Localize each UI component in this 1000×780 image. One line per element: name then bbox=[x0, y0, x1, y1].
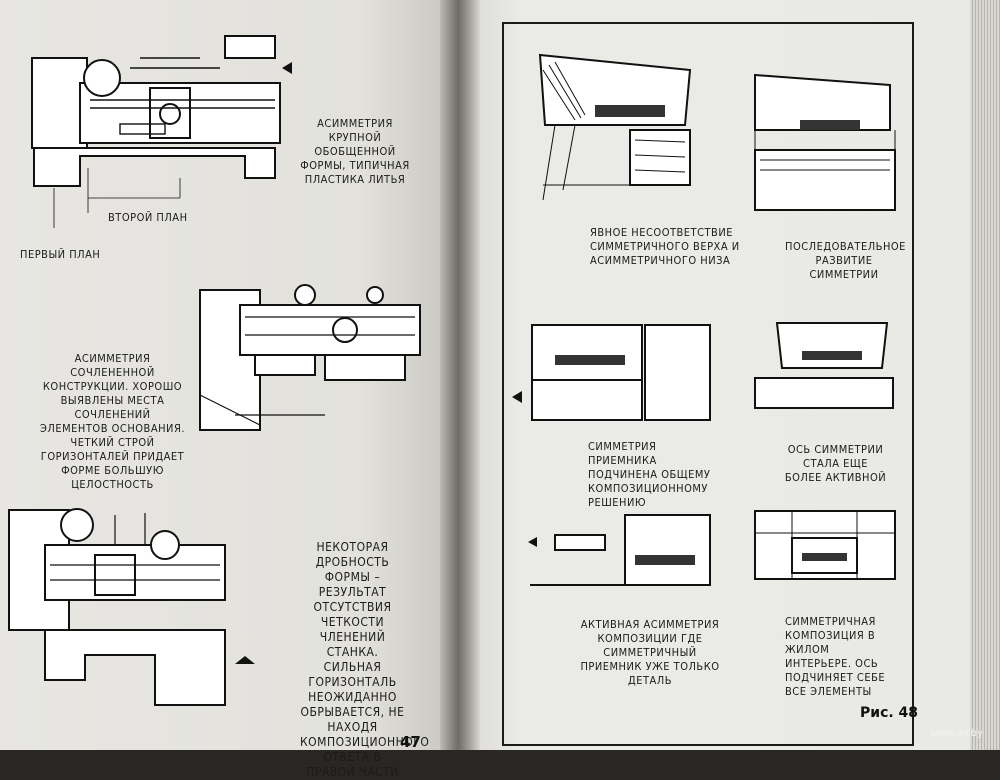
caption-lathe1-main: АСИММЕТРИЯ КРУПНОЙ ОБОБЩЕННОЙ ФОРМЫ, ТИП… bbox=[300, 117, 410, 186]
caption-furniture-6: СИММЕТРИЧНАЯ КОМПОЗИЦИЯ В ЖИЛОМ ИНТЕРЬЕР… bbox=[785, 615, 886, 698]
furniture-illustration-6 bbox=[754, 510, 896, 580]
arrow-icon bbox=[235, 656, 255, 664]
figure-label: Рис. 48 bbox=[860, 705, 919, 721]
caption-second-plan: ВТОРОЙ ПЛАН bbox=[108, 211, 188, 224]
page-number-left: 47 bbox=[400, 733, 421, 751]
furniture-illustration-1 bbox=[538, 53, 692, 201]
caption-furniture-4: ОСЬ СИММЕТРИИ СТАЛА ЕЩЕ БОЛЕЕ АКТИВНОЙ bbox=[784, 443, 887, 484]
lathe-illustration-3 bbox=[8, 508, 255, 706]
arrow-icon bbox=[282, 62, 292, 74]
furniture-illustration-4 bbox=[754, 322, 894, 409]
caption-furniture-5: АКТИВНАЯ АСИММЕТРИЯ КОМПОЗИЦИИ ГДЕ СИММЕ… bbox=[580, 618, 720, 687]
caption-furniture-1: ЯВНОЕ НЕСООТВЕТСТВИЕ СИММЕТРИЧНОГО ВЕРХА… bbox=[590, 226, 740, 267]
caption-furniture-2: ПОСЛЕДОВАТЕЛЬНОЕ РАЗВИТИЕ СИММЕТРИИ bbox=[785, 240, 906, 281]
caption-first-plan: ПЕРВЫЙ ПЛАН bbox=[20, 248, 101, 261]
arrow-icon bbox=[528, 537, 537, 547]
arrow-icon bbox=[512, 391, 522, 403]
page-edges bbox=[970, 0, 1000, 750]
caption-lathe2: АСИММЕТРИЯ СОЧЛЕНЕННОЙ КОНСТРУКЦИИ. ХОРО… bbox=[40, 352, 185, 491]
caption-lathe3: НЕКОТОРАЯ ДРОБНОСТЬ ФОРМЫ – РЕЗУЛЬТАТ ОТ… bbox=[300, 540, 430, 779]
caption-furniture-3: СИММЕТРИЯ ПРИЕМНИКА ПОДЧИНЕНА ОБЩЕМУ КОМ… bbox=[588, 440, 711, 509]
furniture-illustration-5 bbox=[528, 514, 711, 586]
lathe-illustration-2 bbox=[199, 284, 421, 431]
lathe-illustration-1 bbox=[31, 35, 292, 228]
furniture-illustration-2 bbox=[754, 73, 896, 211]
furniture-illustration-3 bbox=[512, 324, 711, 421]
book-gutter bbox=[440, 0, 480, 750]
figure-frame bbox=[502, 22, 914, 746]
watermark: www.ay.by bbox=[930, 728, 983, 739]
